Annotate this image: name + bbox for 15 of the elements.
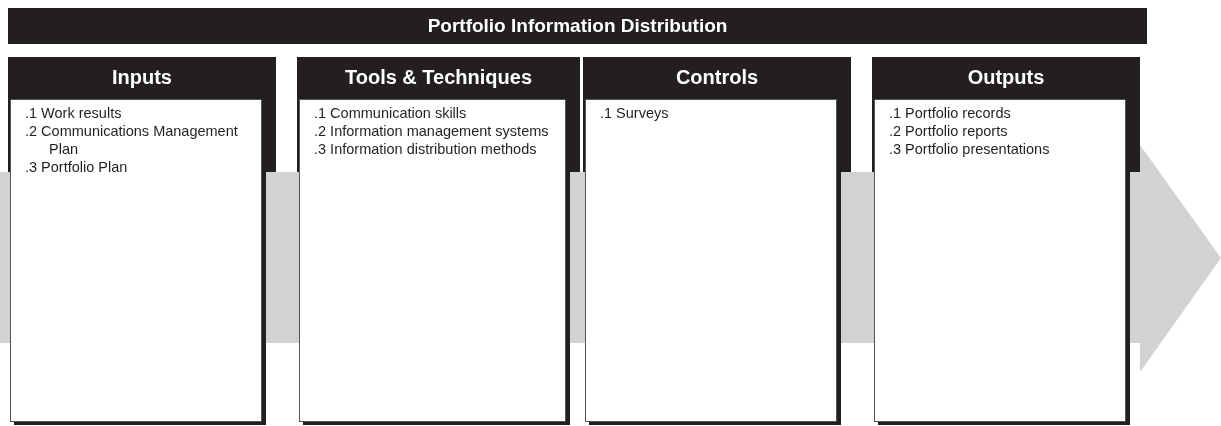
list-item: .3 Portfolio Plan: [25, 158, 129, 176]
list-item: .1 Work results: [25, 104, 123, 122]
list-item: .1 Communication skills: [314, 104, 468, 122]
column-heading: Controls: [674, 64, 760, 90]
list-item: .3 Information distribution methods: [314, 140, 538, 158]
list-item: .1 Surveys: [600, 104, 670, 122]
column-heading: Tools & Techniques: [343, 64, 534, 90]
column-heading: Outputs: [966, 64, 1046, 90]
title-bar: Portfolio Information Distribution: [8, 8, 1147, 44]
column-heading: Inputs: [111, 64, 173, 90]
list-item: .2 Information management systems: [314, 122, 550, 140]
list-item: .2 Communications Management Plan: [25, 122, 239, 158]
list-item: .3 Portfolio presentations: [889, 140, 1051, 158]
list-item: .1 Portfolio records: [889, 104, 1012, 122]
list-item: .2 Portfolio reports: [889, 122, 1009, 140]
